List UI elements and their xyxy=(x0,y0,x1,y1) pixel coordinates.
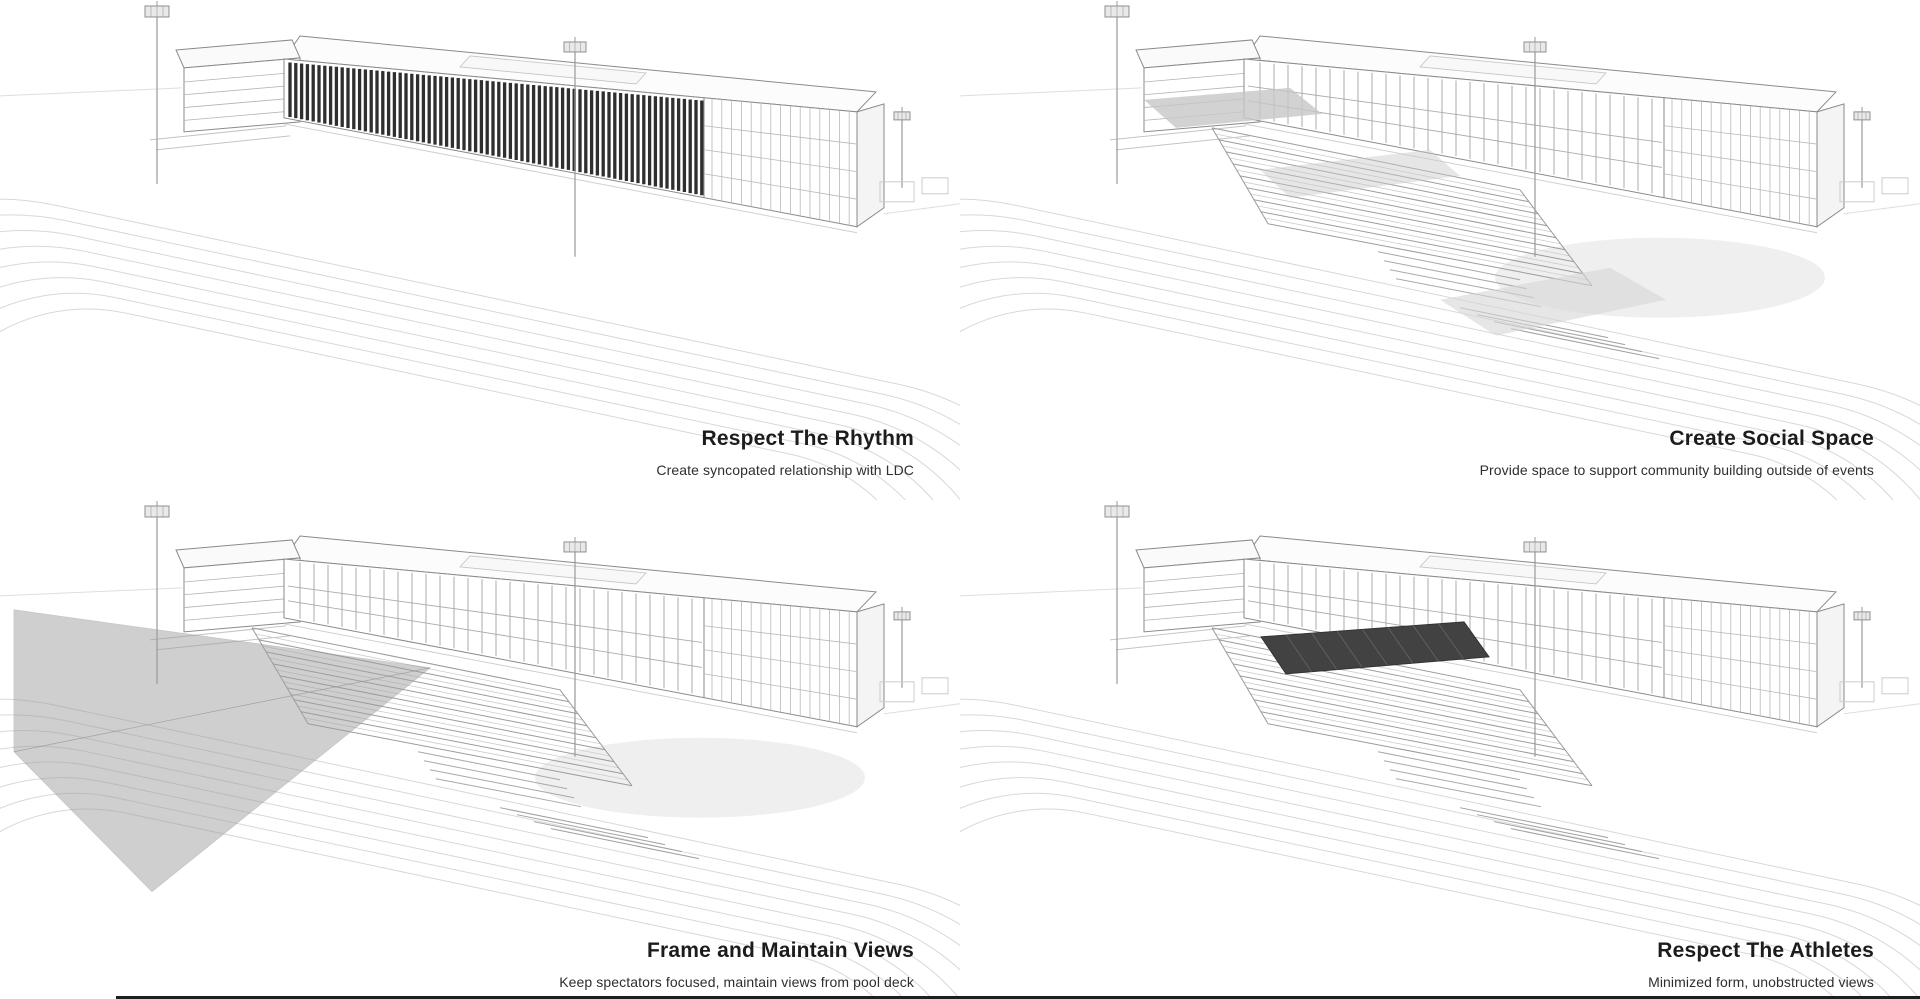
stadium-rendering-views xyxy=(0,500,960,999)
running-track-lines xyxy=(0,198,960,500)
glazed-curtain-wall xyxy=(1663,597,1818,725)
facade-fins xyxy=(288,62,704,196)
floodlight-poles xyxy=(1104,0,1871,257)
floodlight-poles xyxy=(144,500,911,757)
terraced-seating xyxy=(1211,127,1660,360)
view-cone-overlay xyxy=(13,608,431,892)
grandstand-building xyxy=(149,534,885,733)
glazed-curtain-wall xyxy=(1663,98,1818,226)
floodlight-poles xyxy=(1104,500,1871,757)
canopy-overlay xyxy=(1260,620,1490,674)
panel-frame-and-maintain-views: Frame and Maintain Views Keep spectators… xyxy=(0,499,960,999)
bottom-edge-line xyxy=(116,996,1920,999)
running-track-lines xyxy=(0,698,960,999)
social-space-shading xyxy=(1144,87,1666,336)
stadium-rendering-athletes xyxy=(960,500,1920,999)
terraced-seating xyxy=(1211,626,1660,859)
running-track-lines xyxy=(960,198,1920,500)
panel-respect-the-athletes: Respect The Athletes Minimized form, uno… xyxy=(960,499,1920,999)
glazed-curtain-wall xyxy=(703,597,858,725)
running-track-lines xyxy=(960,698,1920,999)
stadium-rendering-social xyxy=(960,0,1920,500)
panel-create-social-space: Create Social Space Provide space to sup… xyxy=(960,0,1920,500)
panel-respect-the-rhythm: Respect The Rhythm Create syncopated rel… xyxy=(0,0,960,500)
facade-columns xyxy=(287,561,703,693)
floodlight-poles xyxy=(144,0,911,257)
grandstand-building xyxy=(149,35,885,234)
stadium-rendering-rhythm xyxy=(0,0,960,500)
glazed-curtain-wall xyxy=(703,98,858,226)
